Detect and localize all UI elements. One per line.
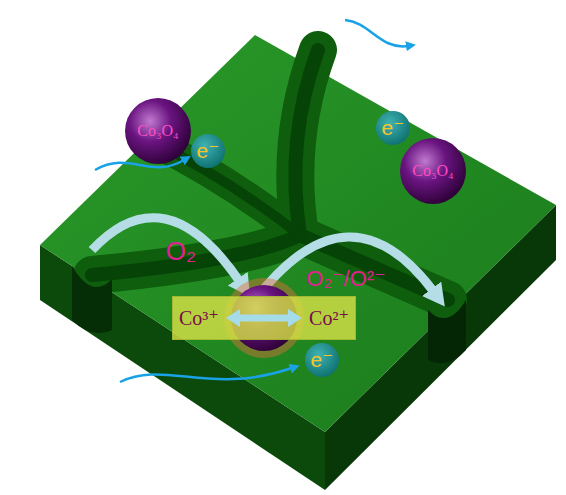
- electron-circle-fill: [305, 343, 339, 377]
- ion-label: Co²⁺: [309, 307, 349, 329]
- co3o4-sphere: Co₃O₄: [125, 98, 191, 164]
- groove-depth: [92, 235, 300, 275]
- groove-depth: [295, 50, 318, 235]
- electron-flow-arrow: [345, 20, 408, 46]
- electron-label: e⁻: [311, 348, 334, 371]
- species-label: O₂: [166, 237, 196, 266]
- electron-circle: e⁻: [376, 111, 410, 145]
- electron-circle-fill: [191, 134, 225, 168]
- species-label: O₂⁻/O²⁻: [306, 267, 385, 291]
- co3o4-sphere-fill: [125, 98, 191, 164]
- ion-label: Co³⁺: [179, 307, 219, 329]
- co3o4-sphere: Co₃O₄: [400, 138, 466, 204]
- electron-circle: e⁻: [305, 343, 339, 377]
- groove-notch: [428, 300, 466, 363]
- groove: [295, 50, 318, 235]
- co3o4-sphere-fill: [400, 138, 466, 204]
- compound-label: Co₃O₄: [412, 162, 453, 180]
- adsorption-arrow: [92, 218, 240, 282]
- electron-circle: e⁻: [191, 134, 225, 168]
- electron-label: e⁻: [197, 139, 220, 162]
- groove-channels: [92, 50, 448, 300]
- electron-flow-arrow: [120, 368, 292, 382]
- electron-flow-arrow: [95, 160, 184, 170]
- groove: [92, 235, 300, 275]
- compound-label: Co₃O₄: [137, 122, 178, 140]
- electron-circle-fill: [376, 111, 410, 145]
- block-top-face: [40, 35, 556, 432]
- redox-band: Co³⁺ Co²⁺: [172, 296, 356, 340]
- groove-notch: [72, 266, 112, 333]
- electron-label: e⁻: [382, 116, 405, 139]
